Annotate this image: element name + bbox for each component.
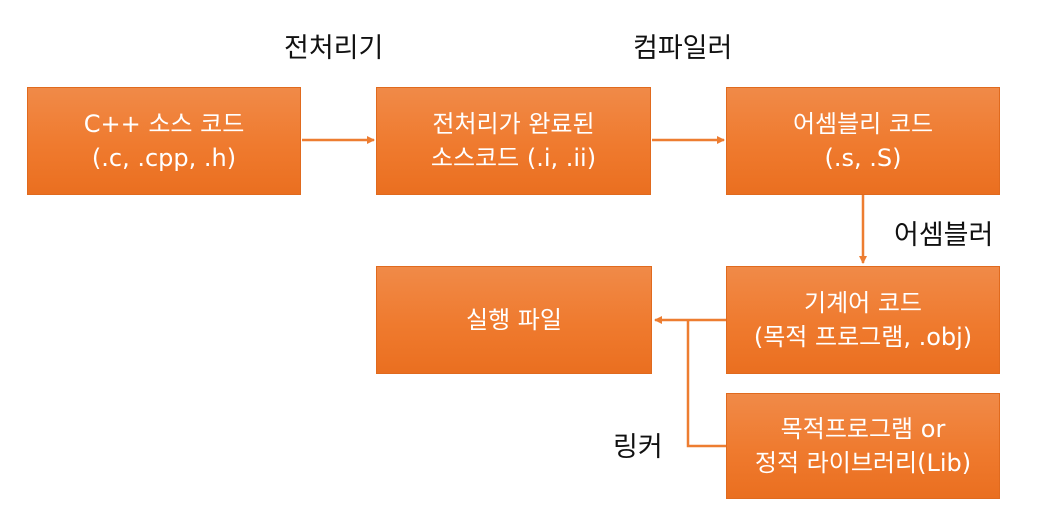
box-preprocessed-source-line1: 전처리가 완료된 — [432, 110, 595, 138]
box-preprocessed-source-line2: 소스코드 (.i, .ii) — [430, 144, 597, 172]
arrow-library-to-executable — [686, 320, 726, 448]
box-source-code-line1: C++ 소스 코드 — [83, 110, 245, 138]
box-machine-code-line1: 기계어 코드 — [803, 289, 923, 317]
box-preprocessed-source: 전처리가 완료된 소스코드 (.i, .ii) — [376, 87, 651, 195]
box-object-or-library-line2: 정적 라이브러리(Lib) — [754, 449, 972, 477]
box-assembly-code: 어셈블리 코드 (.s, .S) — [726, 87, 1000, 195]
box-executable-file-line1: 실행 파일 — [466, 306, 562, 334]
box-assembly-code-line2: (.s, .S) — [824, 144, 902, 172]
box-machine-code-line2: (목적 프로그램, .obj) — [753, 323, 973, 351]
label-compiler: 컴파일러 — [633, 33, 733, 64]
box-source-code-line2: (.c, .cpp, .h) — [91, 144, 237, 172]
box-source-code: C++ 소스 코드 (.c, .cpp, .h) — [27, 87, 301, 195]
box-assembly-code-line1: 어셈블리 코드 — [792, 110, 934, 138]
box-executable-file: 실행 파일 — [376, 266, 652, 374]
label-linker: 링커 — [613, 432, 663, 463]
label-assembler: 어셈블러 — [894, 220, 994, 251]
box-machine-code: 기계어 코드 (목적 프로그램, .obj) — [726, 266, 1000, 374]
box-object-or-library-line1: 목적프로그램 or — [780, 415, 946, 443]
label-preprocessor: 전처리기 — [284, 33, 384, 64]
box-object-or-library: 목적프로그램 or 정적 라이브러리(Lib) — [726, 393, 1000, 499]
